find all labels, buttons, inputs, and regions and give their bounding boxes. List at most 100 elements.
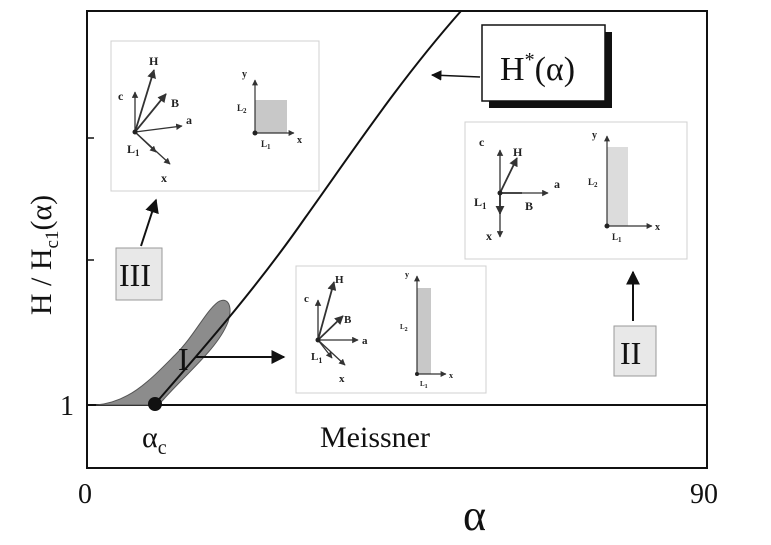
region-i-label: I xyxy=(178,341,189,377)
inset-ii-b-label: B xyxy=(525,199,533,213)
inset-ii: c H a B L1 x y x L2 L1 xyxy=(464,121,688,260)
inset-i-c-label: c xyxy=(304,293,309,305)
inset-i-L1b-main: L xyxy=(420,380,425,388)
inset-iii-l1-main: L xyxy=(127,142,135,156)
inset-iii-L1b-label: L1 xyxy=(261,139,271,151)
inset-iii-l1-sub: 1 xyxy=(135,148,140,158)
inset-i-h-vector xyxy=(317,281,337,341)
hstar-label: H*(α) xyxy=(500,49,575,88)
y-axis-label: H / Hc1(α) xyxy=(25,195,63,315)
hstar-main: H xyxy=(500,51,525,88)
inset-i-L2-main: L xyxy=(400,323,405,331)
inset-ii-l1-sub: 1 xyxy=(482,201,487,211)
inset-ii-h-vector xyxy=(499,157,518,194)
inset-i-l1-main: L xyxy=(311,351,318,363)
region-ii-label: II xyxy=(620,335,641,371)
inset-i-x-label: x xyxy=(339,373,345,385)
inset-ii-L1b-main: L xyxy=(612,232,618,242)
hstar-box xyxy=(481,24,606,102)
inset-iii-x-label: x xyxy=(161,171,167,185)
critical-point-dot xyxy=(148,397,162,411)
inset-iii-a-axis xyxy=(134,123,183,133)
inset-ii-L2-main: L xyxy=(588,177,594,187)
hstar-tail: (α) xyxy=(535,51,575,88)
inset-i-L2-label: L2 xyxy=(400,323,408,333)
alpha-c-sub: c xyxy=(158,437,167,459)
inset-iii-origin2 xyxy=(252,130,258,136)
inset-ii-l1-label: L1 xyxy=(474,195,487,211)
inset-ii-L2-label: L2 xyxy=(588,177,598,189)
svg-text:H / Hc1(α): H / Hc1(α) xyxy=(25,195,63,315)
inset-iii-a-label: a xyxy=(186,113,192,127)
x-tick-label-90: 90 xyxy=(690,479,718,510)
region-ii-box xyxy=(613,325,657,377)
inset-i-L2-sub: 2 xyxy=(405,327,408,333)
inset-i-x-axis xyxy=(317,339,346,366)
inset-i-b-label: B xyxy=(344,314,352,326)
inset-iii-b-label: B xyxy=(171,96,179,110)
region-iii-label: III xyxy=(119,257,151,293)
meissner-label: Meissner xyxy=(320,421,430,454)
inset-iii-x-axis xyxy=(134,131,171,165)
inset-ii-h-label: H xyxy=(513,145,523,159)
y-axis-label-sub: c1 xyxy=(42,231,63,249)
inset-i-origin2 xyxy=(415,372,419,376)
inset-ii-domain xyxy=(607,147,628,226)
inset-i-l1-sub: 1 xyxy=(318,356,322,365)
inset-iii-frame xyxy=(110,40,320,192)
inset-i-domain xyxy=(417,288,431,374)
inset-ii-c-label: c xyxy=(479,135,485,149)
inset-iii-b-vector xyxy=(134,93,167,133)
inset-iii-l1-label: L1 xyxy=(127,142,140,158)
plot-frame xyxy=(86,10,708,469)
inset-iii-L1b-main: L xyxy=(261,139,267,149)
inset-i-y2-label: y xyxy=(405,270,409,279)
inset-ii-L1b-sub: 1 xyxy=(618,236,622,244)
inset-i-h-label: H xyxy=(335,274,344,286)
hstar-pointer-arrow xyxy=(430,70,481,81)
inset-ii-origin2 xyxy=(604,223,610,229)
inset-iii-x2-label: x xyxy=(297,135,302,146)
inset-iii-origin xyxy=(132,129,138,135)
inset-i: c H B a L1 x y x L2 L1 xyxy=(295,265,487,394)
inset-ii-L2-sub: 2 xyxy=(594,181,598,189)
inset-iii-y2-label: y xyxy=(242,69,247,80)
y-tick-label-1: 1 xyxy=(60,391,74,422)
y-axis-label-main: H / H xyxy=(25,248,58,315)
inset-ii-a-label: a xyxy=(554,177,560,191)
inset-i-x2-label: x xyxy=(449,371,453,380)
inset-iii-h-label: H xyxy=(149,54,159,68)
inset-iii-L2-sub: 2 xyxy=(243,107,247,115)
hstar-sup: * xyxy=(525,49,535,71)
inset-i-frame xyxy=(295,265,487,394)
inset-iii-L2-main: L xyxy=(237,103,243,113)
hstar-curve xyxy=(154,10,462,405)
x-tick-label-0: 0 xyxy=(78,479,92,510)
inset-i-L1b-sub: 1 xyxy=(425,384,428,390)
region-iii-arrow xyxy=(140,198,159,247)
inset-ii-x2-label: x xyxy=(655,222,660,233)
x-axis-label: α xyxy=(463,491,486,540)
inset-ii-origin xyxy=(497,190,503,196)
alpha-c-label: αc xyxy=(142,421,167,459)
alpha-c-main: α xyxy=(142,421,158,454)
region-iii-box xyxy=(115,247,163,301)
inset-iii-domain xyxy=(255,100,287,133)
inset-ii-l1-main: L xyxy=(474,195,482,209)
y-axis-label-tail: (α) xyxy=(25,195,58,231)
inset-i-a-label: a xyxy=(362,335,368,347)
inset-ii-x-label: x xyxy=(486,229,492,243)
region-i-shaded xyxy=(95,299,231,406)
inset-ii-L1b-label: L1 xyxy=(612,232,622,244)
inset-iii-L1b-sub: 1 xyxy=(267,143,271,151)
inset-i-l1-label: L1 xyxy=(311,351,322,365)
inset-iii-L2-label: L2 xyxy=(237,103,247,115)
inset-i-L1b-label: L1 xyxy=(420,380,428,390)
inset-iii-h-vector xyxy=(134,69,156,133)
inset-ii-frame xyxy=(464,121,688,260)
inset-iii: c H B a L1 x y x L2 L1 xyxy=(110,40,320,192)
inset-i-b-vector xyxy=(317,315,344,341)
inset-ii-y2-label: y xyxy=(592,130,597,141)
inset-iii-c-label: c xyxy=(118,89,124,103)
